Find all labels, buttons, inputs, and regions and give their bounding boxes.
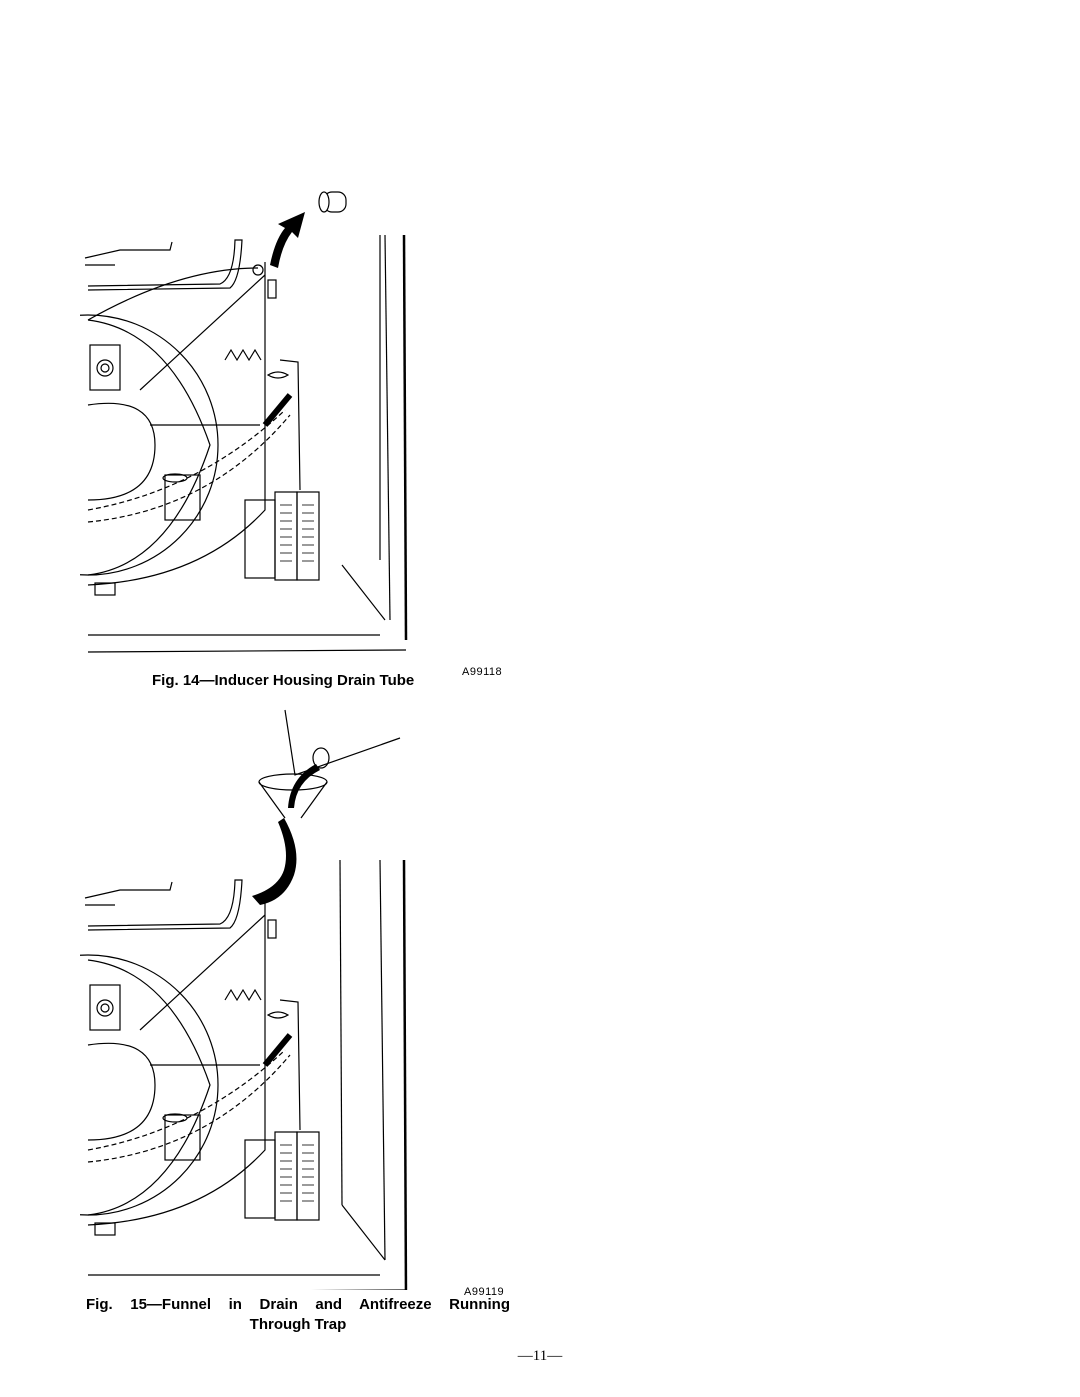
figure-14-id: A99118 — [462, 666, 503, 678]
figure-15-caption-line-1: Fig. 15—Funnel in Drain and Antifreeze R… — [86, 1296, 510, 1313]
figure-14-caption: Fig. 14—Inducer Housing Drain Tube — [152, 672, 415, 689]
page-number: —11— — [517, 1348, 563, 1364]
figure-15-caption-line-2: Through Trap — [249, 1316, 347, 1333]
figure-15-illustration — [80, 709, 408, 1290]
figure-15-id: A99119 — [464, 1286, 505, 1298]
figure-14-illustration — [80, 191, 408, 653]
